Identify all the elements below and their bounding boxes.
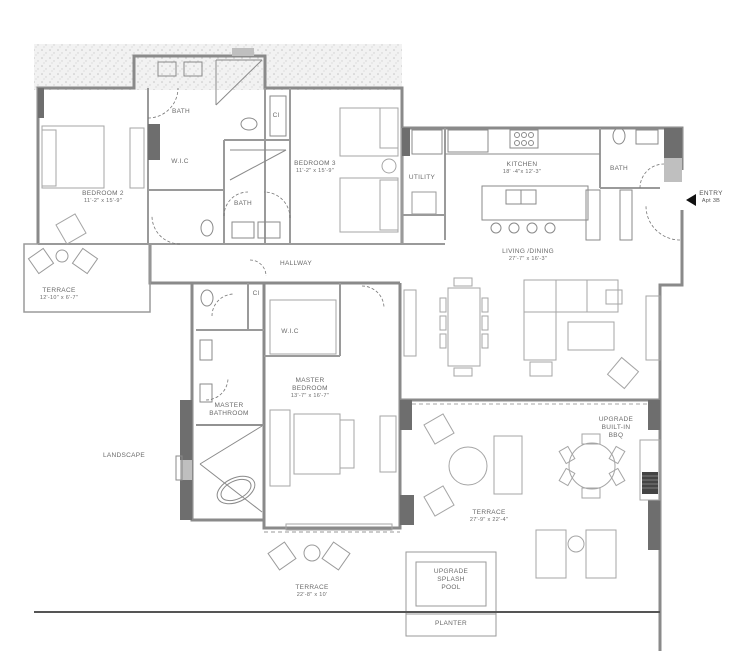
room-label-utility: UTILITY bbox=[409, 174, 435, 182]
entry-label: ENTRY Apt 3B bbox=[699, 190, 722, 205]
terrace-1-outline bbox=[23, 243, 151, 313]
room-name: UPGRADE BUILT-IN BBQ bbox=[598, 416, 634, 440]
room-label-closet-1: Cl bbox=[273, 112, 280, 120]
bbq-grill bbox=[642, 472, 658, 494]
room-dimensions: 27'-9" x 22'-4" bbox=[469, 517, 509, 524]
room-dimensions: 13'-7" x 16'-7" bbox=[290, 393, 330, 400]
room-label-kitchen: KITCHEN 18' -4"x 12'-3" bbox=[503, 161, 541, 176]
room-label-planter: PLANTER bbox=[435, 620, 467, 628]
entry-unit: Apt 3B bbox=[701, 198, 721, 205]
room-label-terrace-3: TERRACE 22'-8" x 10' bbox=[295, 584, 328, 599]
room-name: LANDSCAPE bbox=[102, 452, 146, 459]
entry-arrow-icon bbox=[686, 194, 696, 206]
room-label-landscape: LANDSCAPE bbox=[103, 452, 145, 460]
room-label-wic-1: W.I.C bbox=[171, 158, 188, 166]
room-name: TERRACE bbox=[472, 509, 506, 516]
room-dimensions: 18' -4"x 12'-3" bbox=[502, 169, 542, 176]
room-name: Cl bbox=[272, 112, 280, 119]
room-name: W.I.C bbox=[281, 328, 299, 335]
room-name: TERRACE bbox=[295, 584, 329, 591]
entry-title: ENTRY bbox=[699, 190, 723, 197]
room-label-closet-2: Cl bbox=[253, 290, 260, 298]
room-label-bedroom-3: BEDROOM 3 11'-2" x 15'-9" bbox=[294, 160, 336, 175]
room-name: PLANTER bbox=[434, 620, 468, 627]
room-dimensions: 22'-8" x 10' bbox=[296, 592, 328, 599]
room-label-bedroom-2: BEDROOM 2 11'-2" x 15'-9" bbox=[82, 190, 124, 205]
room-name: UPGRADE SPLASH POOL bbox=[433, 568, 469, 592]
room-name: UTILITY bbox=[408, 174, 436, 181]
room-label-master-bedroom: MASTER BEDROOM 13'-7" x 16'-7" bbox=[285, 377, 335, 400]
room-label-splash-pool: UPGRADE SPLASH POOL bbox=[431, 568, 471, 592]
room-label-terrace-2: TERRACE 27'-9" x 22'-4" bbox=[470, 509, 508, 524]
room-label-bath-1: BATH bbox=[172, 108, 190, 116]
room-name: LIVING /DINING bbox=[502, 248, 554, 255]
room-label-hallway: HALLWAY bbox=[280, 260, 312, 268]
room-name: Cl bbox=[252, 290, 260, 297]
room-dimensions: 11'-2" x 15'-9" bbox=[84, 198, 122, 205]
room-name: BATH bbox=[233, 200, 253, 207]
room-name: BEDROOM 2 bbox=[82, 190, 124, 197]
room-name: BEDROOM 3 bbox=[294, 160, 336, 167]
room-label-wic-2: W.I.C bbox=[281, 328, 298, 336]
room-name: KITCHEN bbox=[506, 161, 538, 168]
room-label-living-dining: LIVING /DINING 27'-7" x 16'-3" bbox=[502, 248, 554, 263]
room-dimensions: 11'-2" x 15'-9" bbox=[296, 168, 334, 175]
room-name: W.I.C bbox=[171, 158, 189, 165]
room-label-bath-2: BATH bbox=[234, 200, 252, 208]
room-dimensions: 12'-10" x 6'-7" bbox=[39, 295, 79, 302]
room-label-terrace-1: TERRACE 12'-10" x 6'-7" bbox=[40, 287, 78, 302]
room-label-bath-3: BATH bbox=[610, 165, 628, 173]
room-label-bbq: UPGRADE BUILT-IN BBQ bbox=[596, 416, 636, 440]
room-name: HALLWAY bbox=[280, 260, 312, 267]
room-name: TERRACE bbox=[42, 287, 76, 294]
room-name: BATH bbox=[609, 165, 629, 172]
room-dimensions: 27'-7" x 16'-3" bbox=[508, 256, 548, 263]
room-name: BATH bbox=[171, 108, 191, 115]
room-name: MASTER BEDROOM bbox=[292, 377, 328, 393]
room-name: MASTER BATHROOM bbox=[209, 402, 249, 418]
room-label-master-bathroom: MASTER BATHROOM bbox=[207, 402, 251, 418]
landscape-hatch-top bbox=[34, 44, 402, 90]
